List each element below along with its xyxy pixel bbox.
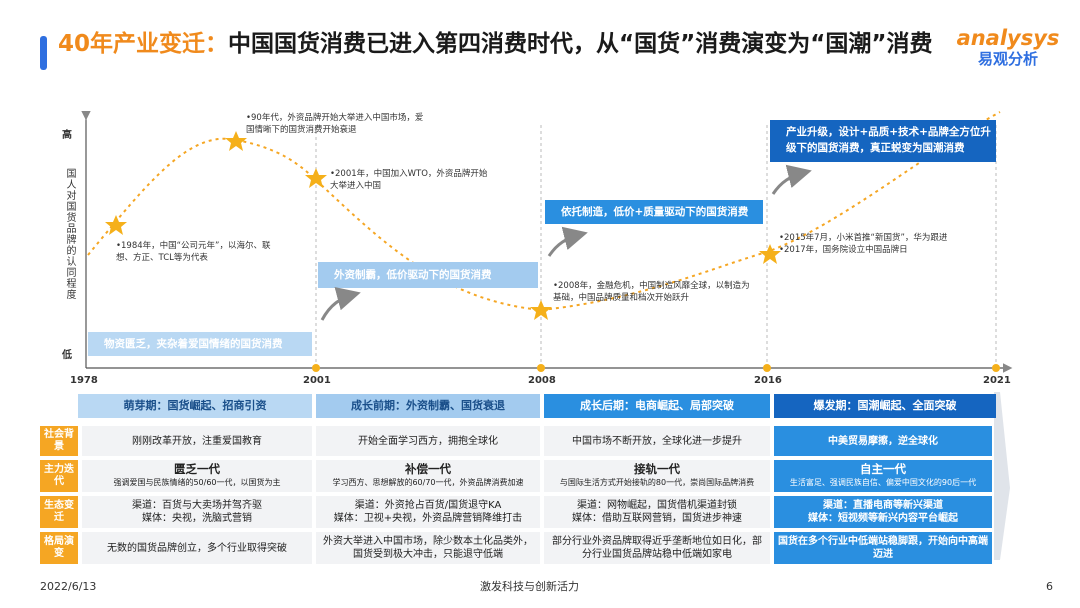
period-sprout: 萌芽期：国货崛起、招商引资 (78, 394, 312, 418)
star-marker-2008 (530, 300, 552, 320)
year-dot-2021 (992, 364, 1000, 372)
stage-band-bg-2 (318, 262, 538, 288)
ecology-media-3: 媒体：借助互联网营销，国货进步神速 (572, 513, 742, 524)
ecology-channel-3: 渠道：网物崛起，国货借机渠道封锁 (577, 500, 737, 511)
year-dot-2016 (763, 364, 771, 372)
stage-band-bg-1 (88, 332, 312, 356)
social-cell-4: 中美贸易摩擦，逆全球化 (774, 426, 992, 456)
note-90s: •90年代，外资品牌开始大举进入中国市场，爱国情晰下的国货消费开始衰退 (246, 113, 424, 135)
row-header-ecology: 生态变迁 (40, 496, 78, 528)
ecology-media-2: 媒体：卫视+央视，外资品牌营销降维打击 (333, 513, 523, 524)
year-label-2008: 2008 (528, 375, 556, 386)
pattern-cell-1: 无数的国货品牌创立，多个行业取得突破 (82, 532, 312, 564)
logo-cn: 易观分析 (977, 50, 1038, 68)
generation-cell-4: 自主一代生活富足、强调民族自信、偏爱中国文化的90后一代 (774, 460, 992, 492)
ecology-channel-4: 渠道：直播电商等新兴渠道 (823, 500, 943, 511)
social-cell-1: 刚刚改革开放，注重爱国教育 (82, 426, 312, 456)
social-cell-2: 开始全面学习西方，拥抱全球化 (316, 426, 540, 456)
stage-band-3: 依托制造，低价+质量驱动下的国货消费 (561, 206, 749, 218)
generation-cell-1: 匮乏一代强调爱国与民族情绪的50/60一代，以国货为主 (82, 460, 312, 492)
footer-slogan: 激发科技与创新活力 (480, 580, 579, 593)
pattern-text-3: 部分行业外资品牌取得近乎垄断地位如日化，部分行业国货品牌站稳中低端如家电 (552, 536, 762, 560)
period-early-growth: 成长前期：外资制霸、国货衰退 (316, 394, 540, 418)
year-label-2016: 2016 (754, 375, 782, 386)
year-label-2001: 2001 (303, 375, 331, 386)
pattern-cell-3: 部分行业外资品牌取得近乎垄断地位如日化，部分行业国货品牌站稳中低端如家电 (544, 532, 770, 564)
pattern-text-2: 外资大举进入中国市场，除少数本土化品类外，国货受到极大冲击，只能退守低端 (323, 536, 533, 560)
y-axis-high-label: 高 (62, 130, 72, 141)
title-accent-bar (40, 36, 47, 70)
up-arrow-icon-2 (547, 226, 588, 257)
social-text-1: 刚刚改革开放，注重爱国教育 (132, 435, 262, 447)
note-2015: •2015年7月，小米首推“新国货”，华为跟进 (779, 233, 948, 243)
page-title: 40年产业变迁：中国国货消费已进入第四消费时代，从“国货”消费演变为“国潮”消费 (58, 28, 948, 60)
period-late-growth: 成长后期：电商崛起、局部突破 (544, 394, 770, 418)
generation-name-2: 补偿一代 (405, 462, 451, 476)
pattern-text-1: 无数的国货品牌创立，多个行业取得突破 (107, 542, 287, 554)
generation-cell-2: 补偿一代学习西方、思想解放的60/70一代，外资品牌消费加速 (316, 460, 540, 492)
social-text-4: 中美贸易摩擦，逆全球化 (828, 435, 938, 447)
social-text-3: 中国市场不断开放，全球化进一步提升 (572, 435, 742, 447)
up-arrow-icon-1 (320, 287, 361, 321)
generation-name-4: 自主一代 (860, 462, 906, 476)
stage-band-bg-3 (545, 200, 763, 224)
ecology-media-4: 媒体：短视频等新兴内容平台崛起 (808, 513, 958, 524)
y-axis-title: 国人对国货品牌的认同程度 (64, 168, 75, 300)
star-marker-2016 (759, 244, 781, 264)
pattern-cell-2: 外资大举进入中国市场，除少数本土化品类外，国货受到极大冲击，只能退守低端 (316, 532, 540, 564)
row-header-generation: 主力迭代 (40, 460, 78, 492)
row-header-social: 社会背景 (40, 426, 78, 456)
social-text-2: 开始全面学习西方，拥抱全球化 (358, 435, 498, 447)
up-arrow-icon-3 (771, 164, 812, 195)
note-2008: •2008年，金融危机，中国制造风靡全球，以制造为基础，中国品牌质量和档次开始跃… (553, 281, 750, 303)
star-marker-2001 (305, 168, 327, 188)
ecology-channel-2: 渠道：外资抢占百货/国货退守KA (354, 500, 502, 511)
period-boom: 爆发期：国潮崛起、全面突破 (774, 394, 996, 418)
generation-desc-2: 学习西方、思想解放的60/70一代，外资品牌消费加速 (332, 478, 524, 487)
ecology-channel-1: 渠道：百货与大卖场并驾齐驱 (132, 500, 262, 511)
note-2017: •2017年，国务院设立中国品牌日 (779, 245, 908, 255)
generation-desc-4: 生活富足、强调民族自信、偏爱中国文化的90后一代 (789, 478, 977, 487)
table-chevron-bg (994, 392, 1010, 560)
note-1984: •1984年，中国“公司元年”，以海尔、联想、方正、TCL等为代表 (116, 241, 271, 263)
generation-desc-1: 强调爱国与民族情绪的50/60一代，以国货为主 (113, 478, 281, 487)
row-header-pattern: 格局演变 (40, 532, 78, 564)
ecology-cell-3: 渠道：网物崛起，国货借机渠道封锁媒体：借助互联网营销，国货进步神速 (544, 496, 770, 528)
year-dot-2001 (312, 364, 320, 372)
generation-name-3: 接轨一代 (634, 462, 680, 476)
trend-curve (87, 111, 1001, 312)
stage-band-bg-4 (770, 120, 996, 162)
social-cell-3: 中国市场不断开放，全球化进一步提升 (544, 426, 770, 456)
ecology-cell-2: 渠道：外资抢占百货/国货退守KA 媒体：卫视+央视，外资品牌营销降维打击 (316, 496, 540, 528)
generation-name-1: 匮乏一代 (174, 462, 220, 476)
y-axis-low-label: 低 (62, 350, 72, 361)
stage-band-1: 物资匮乏，夹杂着爱国情绪的国货消费 (104, 338, 283, 350)
note-2001: •2001年，中国加入WTO，外资品牌开始大举进入中国 (330, 169, 488, 191)
year-dot-2008 (537, 364, 545, 372)
star-marker-1984 (105, 215, 127, 235)
ecology-cell-4: 渠道：直播电商等新兴渠道媒体：短视频等新兴内容平台崛起 (774, 496, 992, 528)
year-label-1978: 1978 (70, 375, 98, 386)
stage-band-4: 产业升级，设计+品质+技术+品牌全方位升级下的国货消费，真正蜕变为国潮消费 (786, 126, 991, 154)
ecology-cell-1: 渠道：百货与大卖场并驾齐驱媒体：央视，洗脑式营销 (82, 496, 312, 528)
title-main: 中国国货消费已进入第四消费时代，从“国货”消费演变为“国潮”消费 (228, 31, 933, 57)
generation-desc-3: 与国际生活方式开始接轨的80一代，崇尚国际品牌消费 (559, 478, 755, 487)
logo-en: analysys (956, 26, 1060, 50)
stage-band-2: 外资制霸，低价驱动下的国货消费 (334, 269, 492, 281)
footer-date: 2022/6/13 (40, 580, 97, 593)
page-number: 6 (1046, 580, 1053, 593)
generation-cell-3: 接轨一代与国际生活方式开始接轨的80一代，崇尚国际品牌消费 (544, 460, 770, 492)
pattern-cell-4: 国货在多个行业中低端站稳脚跟，开始向中高端迈进 (774, 532, 992, 564)
year-label-2021: 2021 (983, 375, 1011, 386)
title-accent: 40年产业变迁： (58, 31, 229, 57)
ecology-media-1: 媒体：央视，洗脑式营销 (142, 513, 252, 524)
pattern-text-4: 国货在多个行业中低端站稳脚跟，开始向中高端迈进 (778, 536, 988, 560)
star-marker-90s (225, 131, 247, 151)
analysys-logo: analysys 易观分析 (948, 26, 1068, 68)
